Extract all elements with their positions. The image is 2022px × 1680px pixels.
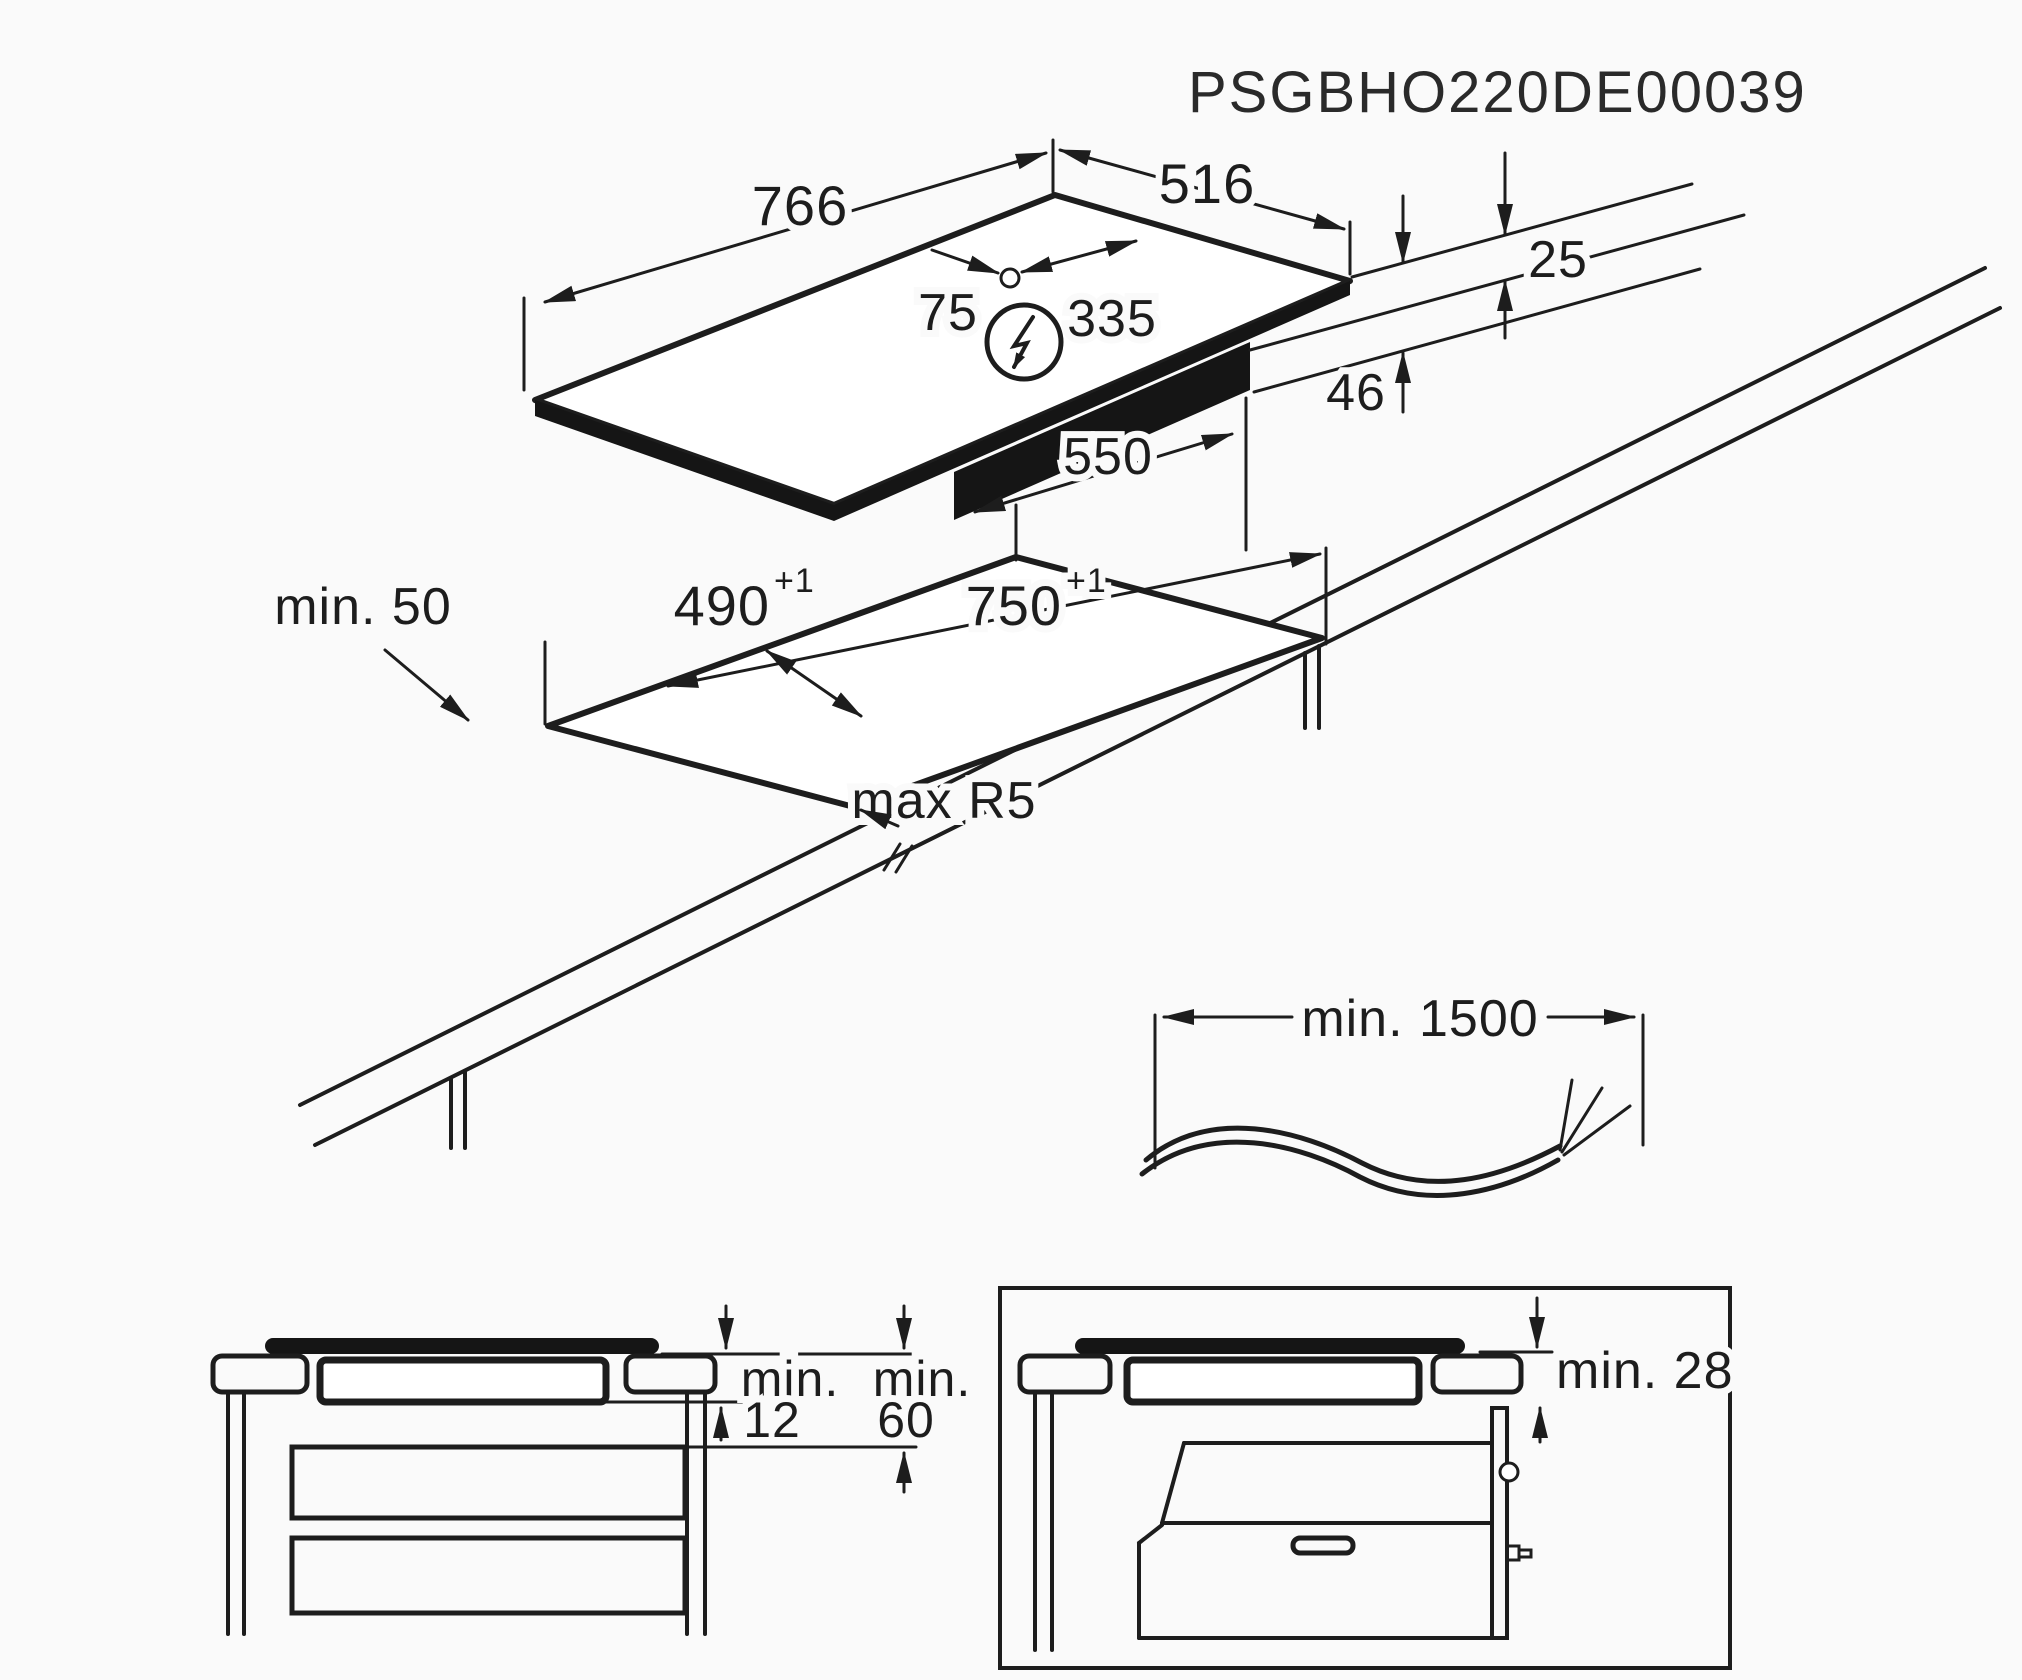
hob-glass-edge (834, 281, 1350, 521)
hob-isometric-view: 766 516 75 335 25 46 550 (522, 138, 1746, 552)
dim-label-750-tol: +1 (1066, 562, 1107, 600)
power-cable-drawing: min. 1500 (1139, 983, 1645, 1198)
worktop-cutout-view: 750 +1 490 +1 min. 50 max R5 (267, 503, 1328, 837)
dim-label-75: 75 (918, 284, 978, 342)
dim-label-335: 335 (1067, 290, 1157, 348)
cable-hole-icon (999, 267, 1021, 289)
label-min-60-value: 60 (877, 1392, 935, 1448)
worktop-right (1430, 1353, 1524, 1395)
dim-label-25: 25 (1528, 231, 1588, 289)
hob-glass-edge (535, 400, 834, 521)
label-min-28: min. 28 (1556, 1342, 1734, 1400)
hob-casing-section (316, 1356, 610, 1406)
oven-handle (1290, 1535, 1356, 1556)
dim-line-766 (543, 151, 1048, 304)
dim-label-490-tol: +1 (774, 562, 815, 600)
cabinet-support-right (1303, 644, 1321, 730)
dim-label-46: 46 (1326, 364, 1386, 422)
circle-lightning-icon (984, 302, 1064, 382)
worktop-left (1017, 1353, 1113, 1395)
dim-label-490: 490 (674, 574, 770, 637)
cabinet-section-drawer: min. 12 min. 60 (210, 1304, 977, 1636)
oven-side-panel (1490, 1406, 1509, 1640)
worktop-left (210, 1353, 310, 1395)
dim-line-75 (930, 248, 1000, 275)
hob-glass-profile (265, 1338, 659, 1354)
dim-line-490 (765, 649, 863, 718)
max-r5-arrow (859, 808, 900, 830)
dim-label-550: 550 (1063, 428, 1153, 486)
knob-stem-icon (1517, 1548, 1533, 1559)
hob-glass-profile (1075, 1338, 1465, 1354)
label-max-r5: max R5 (851, 772, 1036, 830)
oven-outline (1137, 1406, 1533, 1640)
label-min-12-prefix: min. (741, 1351, 839, 1407)
dim-label-750: 750 (966, 574, 1062, 637)
drawing-code: PSGBHO220DE00039 (1188, 60, 1807, 125)
worktop-right (623, 1353, 718, 1395)
hinge-icon (1498, 1461, 1520, 1483)
drawer-2 (289, 1535, 688, 1616)
drawer-1 (289, 1444, 688, 1521)
label-min-60-prefix: min. (873, 1351, 971, 1407)
break-tick (882, 842, 902, 872)
label-min-12-value: 12 (743, 1392, 801, 1448)
dim-line-335 (1020, 239, 1138, 274)
view-frame (998, 1286, 1732, 1670)
cabinet-section-oven: min. 28 (998, 1286, 1740, 1670)
cable-icon (1139, 1078, 1632, 1198)
dim-label-516: 516 (1159, 152, 1255, 215)
label-min-1500: min. 1500 (1301, 990, 1538, 1048)
label-min-50: min. 50 (274, 578, 452, 636)
min-50-arrow (383, 648, 470, 722)
cabinet-support-left (449, 1069, 467, 1150)
ref-casing-bottom (1252, 267, 1702, 394)
dim-label-766: 766 (752, 174, 848, 237)
cutout-opening (545, 554, 1325, 810)
dim-line-550 (973, 432, 1234, 514)
break-tick (894, 844, 914, 874)
hob-casing-section (1123, 1356, 1423, 1406)
dim-line-516 (1058, 148, 1346, 231)
